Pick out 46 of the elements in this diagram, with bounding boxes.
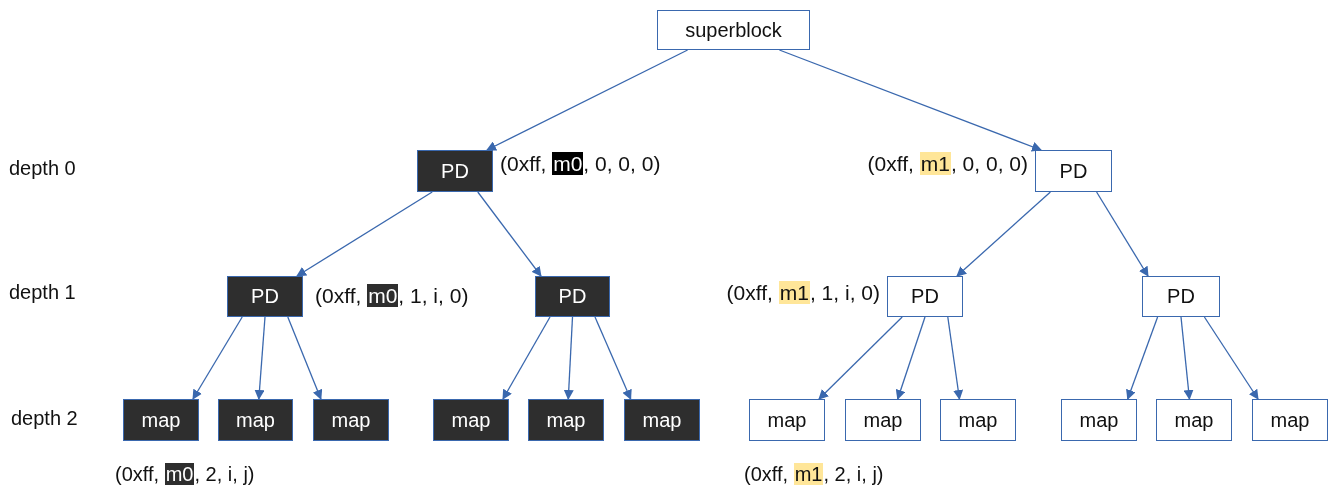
outlined-box: PD: [1035, 150, 1112, 192]
arrow: [486, 49, 689, 151]
address-tuple: (0xff, m0, 2, i, j): [115, 463, 255, 486]
address-tuple: (0xff, m0, 0, 0, 0): [500, 152, 661, 176]
depth-label: depth 1: [9, 281, 76, 304]
outlined-box: map: [1252, 399, 1328, 441]
arrow: [895, 316, 926, 400]
arrow: [477, 191, 542, 277]
arrow: [947, 316, 964, 400]
arrow: [254, 316, 266, 400]
arrow: [1095, 191, 1149, 277]
outlined-box: PD: [1142, 276, 1220, 317]
filled-box: PD: [227, 276, 303, 317]
filled-box: map: [218, 399, 293, 441]
filled-box: map: [313, 399, 389, 441]
arrow: [778, 49, 1042, 152]
arrow: [1180, 316, 1194, 400]
filled-box: map: [528, 399, 604, 441]
outlined-box: map: [1156, 399, 1232, 441]
arrow: [192, 316, 243, 400]
filled-box: PD: [417, 150, 493, 192]
root-box: superblock: [657, 10, 810, 50]
address-tuple: (0xff, m1, 2, i, j): [744, 463, 884, 486]
arrow: [1203, 316, 1259, 400]
arrow: [563, 316, 574, 400]
outlined-box: map: [940, 399, 1016, 441]
filled-box: map: [123, 399, 199, 441]
outlined-box: map: [749, 399, 825, 441]
arrow: [502, 316, 551, 400]
arrow: [594, 316, 632, 400]
filled-box: PD: [535, 276, 610, 317]
arrow: [1126, 316, 1159, 400]
arrow: [296, 191, 433, 277]
filled-box: map: [624, 399, 700, 441]
outlined-box: map: [845, 399, 921, 441]
address-tuple: (0xff, m0, 1, i, 0): [315, 284, 469, 308]
depth-label: depth 0: [9, 157, 76, 180]
address-tuple: (0xff, m1, 0, 0, 0): [867, 152, 1028, 176]
address-tuple: (0xff, m1, 1, i, 0): [726, 281, 880, 305]
arrow: [956, 191, 1052, 277]
filled-box: map: [433, 399, 509, 441]
outlined-box: PD: [887, 276, 963, 317]
depth-label: depth 2: [11, 407, 78, 430]
arrow: [818, 316, 903, 400]
outlined-box: map: [1061, 399, 1137, 441]
arrow: [287, 316, 323, 400]
